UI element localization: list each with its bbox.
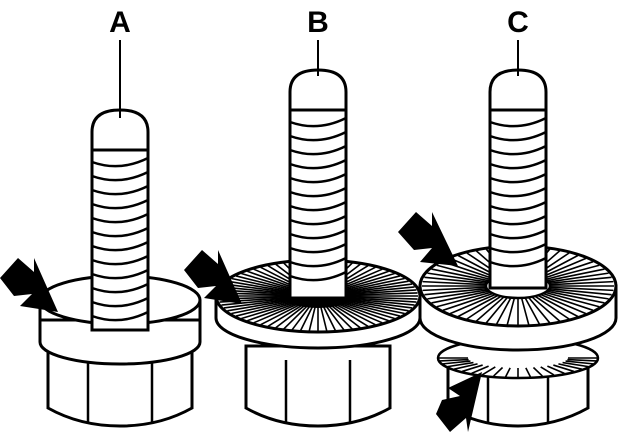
bolt-a-label: A [109, 6, 131, 39]
bolt-a-threaded-shank [90, 148, 150, 332]
arrow-b-flange [184, 250, 242, 304]
bolt-b-label: B [307, 6, 329, 39]
bolt-a: A [38, 6, 202, 428]
bolt-c: C [418, 6, 618, 428]
bolt-c-label: C [507, 6, 529, 39]
arrow-c-lower-serrations [436, 372, 482, 432]
bolt-b: B [214, 6, 422, 428]
bolt-a-hex-head [46, 348, 194, 428]
bolt-b-hex-head [244, 344, 392, 428]
bolt-a-plain-flange [38, 318, 202, 366]
arrow-c-upper-flange [398, 212, 458, 266]
bolt-b-threaded-shank [288, 108, 348, 300]
arrow-a-flange [0, 258, 58, 312]
bolt-c-threaded-shank [488, 108, 548, 290]
